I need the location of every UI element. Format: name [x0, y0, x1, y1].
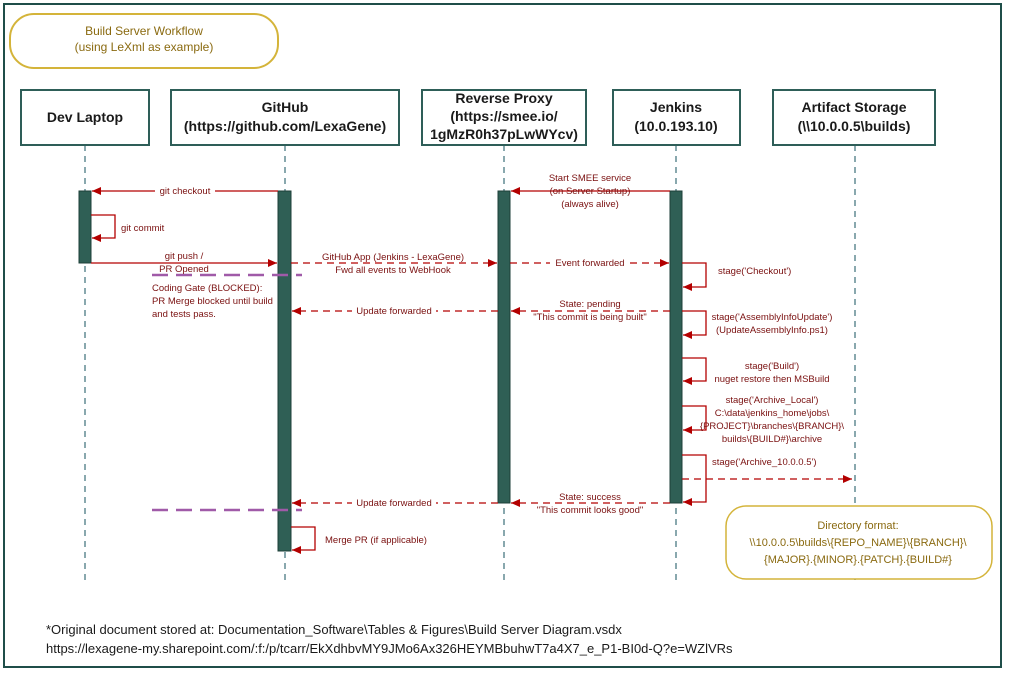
directory-format-line-3: {MAJOR}.{MINOR}.{PATCH}.{BUILD#}	[764, 554, 952, 566]
activation-github	[277, 190, 292, 552]
label-stage-assembly-2: (UpdateAssemblyInfo.ps1)	[716, 325, 828, 336]
participant-jenkins-name: Jenkins	[650, 99, 702, 115]
label-event-forwarded: Event forwarded	[555, 258, 624, 269]
label-stage-build-2: nuget restore then MSBuild	[714, 374, 829, 385]
label-merge-pr: Merge PR (if applicable)	[325, 535, 427, 546]
diagram-frame	[3, 3, 1002, 668]
participant-github-box	[170, 89, 400, 146]
participant-jenkins-ip: (10.0.193.10)	[634, 118, 717, 134]
participant-github-name: GitHub	[262, 99, 309, 115]
participant-artifact-box	[772, 89, 936, 146]
participant-proxy-url-1: (https://smee.io/	[450, 108, 557, 124]
activation-proxy	[497, 190, 511, 504]
participant-proxy-box	[421, 89, 587, 146]
label-stage-archive-remote: stage('Archive_10.0.0.5')	[712, 457, 817, 468]
participant-github-url: (https://github.com/LexaGene)	[184, 118, 386, 134]
label-stage-archive-local-1: stage('Archive_Local')	[726, 395, 819, 406]
label-github-app-1: GitHub App (Jenkins - LexaGene)	[322, 252, 464, 263]
label-git-checkout: git checkout	[160, 186, 211, 197]
activation-dev	[78, 190, 92, 264]
label-git-commit: git commit	[121, 223, 165, 234]
title-box	[9, 13, 279, 69]
footer-sharepoint-link[interactable]: https://lexagene-my.sharepoint.com/:f:/p…	[46, 641, 733, 656]
directory-format-line-1: Directory format:	[817, 520, 898, 532]
arrow-stage-checkout	[682, 262, 707, 291]
label-github-app-2: Fwd all events to WebHook	[335, 265, 451, 276]
label-coding-gate-2: PR Merge blocked until build	[152, 296, 273, 307]
participant-dev-label: Dev Laptop	[47, 109, 123, 125]
participant-artifact-path: (\\10.0.0.5\builds)	[798, 118, 911, 134]
label-state-pending-1: State: pending	[559, 299, 620, 310]
label-stage-archive-local-4: builds\{BUILD#}\archive	[722, 434, 822, 445]
arrow-merge-pr	[291, 526, 316, 554]
participant-artifact-name: Artifact Storage	[801, 99, 906, 115]
label-git-push-1: git push /	[165, 251, 204, 262]
arrow-stage-build	[682, 357, 707, 385]
arrow-stage-assembly	[682, 310, 707, 339]
label-coding-gate-3: and tests pass.	[152, 309, 216, 320]
label-smee-2: (on Server Startup)	[550, 186, 631, 197]
label-smee-3: (always alive)	[561, 199, 619, 210]
title-line-1: Build Server Workflow	[85, 24, 203, 38]
arrow-stage-archive-local	[682, 405, 707, 434]
label-smee-1: Start SMEE service	[549, 173, 631, 184]
label-stage-archive-local-2: C:\data\jenkins_home\jobs\	[715, 408, 830, 419]
participant-proxy-url-2: 1gMzR0h37pLwWYcv)	[430, 126, 578, 142]
label-state-success-2: "This commit looks good"	[537, 505, 644, 516]
label-git-push-2: PR Opened	[159, 264, 209, 275]
footer-source-path: *Original document stored at: Documentat…	[46, 622, 622, 637]
label-coding-gate-1: Coding Gate (BLOCKED):	[152, 283, 262, 294]
arrow-git-commit	[91, 214, 116, 242]
label-update-forwarded-2: Update forwarded	[356, 498, 432, 509]
activation-jenkins	[669, 190, 683, 504]
label-stage-assembly-1: stage('AssemblyInfoUpdate')	[712, 312, 833, 323]
label-state-pending-2: "This commit is being built"	[533, 312, 646, 323]
title-line-2: (using LeXml as example)	[75, 40, 214, 54]
label-stage-checkout: stage('Checkout')	[718, 266, 791, 277]
participant-proxy-name: Reverse Proxy	[455, 90, 553, 106]
participant-jenkins-box	[612, 89, 741, 146]
label-state-success-1: State: success	[559, 492, 621, 503]
directory-format-line-2: \\10.0.0.5\builds\{REPO_NAME}\{BRANCH}\	[749, 537, 967, 549]
directory-format-box	[725, 505, 993, 580]
label-stage-build-1: stage('Build')	[745, 361, 799, 372]
label-update-forwarded-1: Update forwarded	[356, 306, 432, 317]
label-stage-archive-local-3: {PROJECT}\branches\{BRANCH}\	[700, 421, 845, 432]
participant-dev-box	[20, 89, 150, 146]
